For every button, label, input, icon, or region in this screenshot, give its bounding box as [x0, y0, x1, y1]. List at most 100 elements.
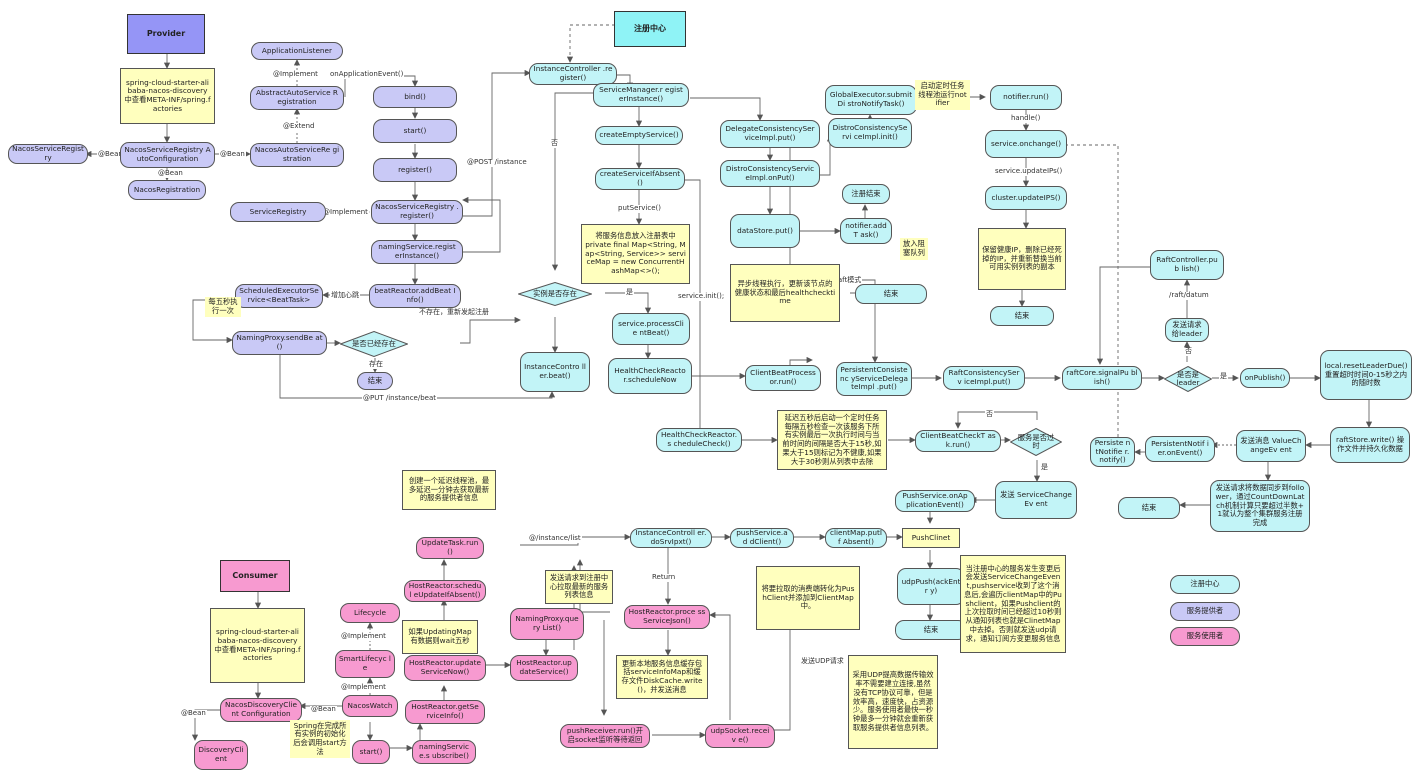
- node-blocking-queue-note: 放入阻塞队列: [900, 238, 928, 260]
- node-global-executor: GlobalExecutor.submitDi stroNotifyTask(): [825, 85, 917, 115]
- node-bind: bind(): [373, 86, 457, 108]
- edge-label-l-on-app-event: onApplicationEvent(): [329, 70, 405, 79]
- edge-label-l-no2: 否: [1184, 347, 1193, 356]
- node-prov-starter: spring-cloud-starter-alibaba-nacos-disco…: [120, 68, 215, 124]
- node-notifier-addtask: notifier.addT ask(): [840, 218, 892, 244]
- edge-label-l-service-init: service.init();: [677, 292, 726, 301]
- edge-label-l-send-udp: 发送UDP请求: [800, 657, 845, 666]
- node-delay5s-note: 延迟五秒后启动一个定时任务每隔五秒检查一次该服务下所有实例最后一次执行时间与当前…: [777, 410, 887, 470]
- edge-label-l-return: Return: [651, 573, 677, 582]
- node-udp-reason-note: 采用UDP提高数据传输效率不需要建立连接,虽然没有TCP协议可靠，但是效率高，速…: [848, 655, 938, 749]
- node-end-raft: 结束: [1118, 497, 1180, 519]
- node-naming-proxy-beat: NamingProxy.sendBe at(): [232, 331, 327, 355]
- node-nacos-discovery-conf: NacosDiscoveryClient Configuration: [220, 698, 302, 722]
- node-service-onchange: service.onchange(): [985, 130, 1067, 158]
- node-keep-healthy-note: 保留健康IP，删除已经死掉的IP，并重新替换当前可用实例列表的副本: [978, 228, 1066, 290]
- node-host-update-service: HostReactor.up dateService(): [510, 655, 578, 681]
- node-instance-ctrl-beat: InstanceContro ller.beat(): [520, 352, 590, 392]
- node-delay-task-note: 创建一个延迟线程池，最多延迟一分钟去获取最新的服务提供者信息: [402, 470, 496, 510]
- edge-label-l-exist: 存在: [368, 360, 384, 369]
- edge-label-l-yes2: 是: [1219, 372, 1228, 381]
- node-add-to-clientmap-note: 将要拉取的消费端转化为PushClient并添加到ClientMap中。: [756, 566, 860, 630]
- node-register: register(): [373, 158, 457, 182]
- node-clientmap-put: clientMap.putIf Absent(): [825, 528, 887, 548]
- node-nacos-auto-reg: NacosAutoServiceRe gistration: [250, 143, 344, 167]
- node-discovery-client: DiscoveryCli ent: [194, 740, 248, 770]
- decision-label: 是否已经存在: [352, 338, 396, 348]
- node-datastore-put: dataStore.put(): [730, 214, 800, 248]
- node-every5s-note: 每五秒执行一次: [205, 297, 241, 317]
- edge-label-l-raft-datum: /raft/datum: [1168, 291, 1210, 300]
- node-host-process-json: HostReactor.proce ssServiceJson(): [624, 605, 710, 629]
- decision-label: 服务是否过时: [1017, 432, 1055, 450]
- node-raft-ctrl-publish: RaftController.pub lish(): [1150, 250, 1224, 280]
- node-on-publish: onPublish(): [1240, 368, 1290, 388]
- node-legend-consumer: 服务使用者: [1170, 627, 1240, 646]
- node-service-registry: ServiceRegistry: [230, 202, 326, 222]
- node-nacos-service-registry: NacosServiceRegistry: [8, 144, 88, 164]
- edge-label-l-handle: handle(): [1010, 114, 1042, 123]
- node-update-local-cache-note: 更新本地服务信息缓存包括serviceInfoMap和缓存文件DiskCache…: [616, 655, 708, 699]
- node-async-note: 异步线程执行，更新该节点的健康状态和最后healthchecktime: [730, 264, 840, 322]
- node-udp-socket-receive: udpSocket.receiv e(): [705, 724, 775, 748]
- edge-label-l-bean3: @Bean: [157, 169, 184, 178]
- node-create-empty: createEmptyService(): [595, 126, 683, 145]
- node-smart-lifecycle: SmartLifecyc le: [335, 650, 395, 678]
- node-raft-signal-publish: raftCore.signalPu blish(): [1062, 366, 1142, 390]
- node-hc-schedule-now: HealthCheckReacto r.scheduleNow: [608, 358, 692, 394]
- node-end-notify: 注册结束: [842, 184, 890, 204]
- node-notifier-run: notifier.run(): [990, 85, 1062, 110]
- node-end-udp: 结束: [895, 620, 967, 640]
- node-cluster-update: cluster.updateIPS(): [985, 186, 1067, 210]
- node-send-leader-note: 发送请求给leader: [1165, 318, 1209, 342]
- node-send-service-change: 发送 ServiceChangeEv ent: [995, 481, 1077, 519]
- node-raftstore-write: raftStore.write() 操作文件并持久化数据: [1330, 427, 1410, 463]
- node-beat-add: beatReactor.addBeat Info(): [369, 284, 461, 308]
- node-end-async: 结束: [855, 284, 927, 304]
- node-abstract-auto-reg: AbstractAutoService Registration: [250, 86, 344, 110]
- node-send-value-change: 发送消息 ValueChangeEv ent: [1236, 430, 1306, 462]
- node-instance-ctrl-dosrvipt: InstanceControll er.doSrvIpxt(): [630, 528, 712, 548]
- node-persistent-notifier-onevent: PersistentNotif ier.onEvent(): [1145, 436, 1215, 462]
- node-end-prov: 结束: [357, 372, 393, 390]
- node-push-on-app-event: PushService.onAp plicationEvent(): [895, 490, 975, 512]
- edge-label-l-implement4: @Implement: [340, 683, 387, 692]
- node-app-listener: ApplicationListener: [251, 42, 343, 60]
- node-push-receiver-run: pushReceiver.run()开启socket监听等待返回: [560, 724, 650, 748]
- edge-label-l-service-update-ips: service.updateIPs(): [994, 167, 1064, 176]
- node-client-beat-run: ClientBeatProcess or.run(): [745, 365, 821, 391]
- node-sync-follower: 发送请求将数据同步到follower，通过CountDownLatch机制计算只…: [1210, 480, 1310, 532]
- edge-label-l-bean1: @Bean: [97, 150, 124, 159]
- edge-label-l-yes3: 是: [1040, 463, 1049, 472]
- edge-label-l-no1: 否: [550, 139, 559, 148]
- node-client-beat-check: ClientBeatCheckT ask.run(): [915, 430, 1001, 452]
- edge-label-l-bean4: @Bean: [310, 705, 337, 714]
- node-delegate-put: DelegateConsistencySer viceImpl.put(): [720, 120, 820, 148]
- node-host-schedule-update: HostReactor.schedul eUpdateIfAbsent(): [404, 580, 486, 602]
- node-raft-put: RaftConsistencyServ iceImpl.put(): [943, 366, 1025, 390]
- node-naming-register: namingService.regist erInstance(): [371, 240, 463, 264]
- edge-label-l-not-exist-reregister: 不存在，重新发起注册: [418, 308, 490, 317]
- node-registry-center: 注册中心: [614, 11, 686, 47]
- edge-label-l-implement3: @Implement: [340, 632, 387, 641]
- node-push-add-client: pushService.ad dClient(): [730, 528, 794, 548]
- node-cons-starter: spring-cloud-starter-alibaba-nacos-disco…: [210, 608, 305, 683]
- node-updating-map-note: 如果UpdatingMap有数据则wait五秒: [402, 620, 478, 654]
- node-provider: Provider: [127, 14, 205, 54]
- node-nacos-reg-register: NacosServiceRegistry .register(): [371, 200, 463, 224]
- edge-label-l-extend: @Extend: [282, 122, 316, 131]
- node-nacos-registration: NacosRegistration: [128, 180, 206, 200]
- node-start: start(): [373, 119, 457, 143]
- node-local-reset-leader: local.resetLeaderDue() 重置超时时间0-15秒之内的随时数: [1320, 350, 1412, 400]
- edge-label-l-instance-list: @/instance/list: [528, 534, 582, 543]
- node-cons-start: start(): [352, 740, 390, 764]
- edge-label-l-yes1: 是: [625, 288, 634, 297]
- edge-label-l-add-heartbeat: 增加心跳: [330, 291, 360, 300]
- node-update-task-run: UpdateTask.run(): [416, 537, 484, 559]
- decision-is-service-expired: 服务是否过时: [1010, 428, 1062, 456]
- node-hc-schedule-check: HealthCheckReactor.s cheduleCheck(): [656, 428, 742, 452]
- edge-label-l-bean2: @Bean: [219, 150, 246, 159]
- node-persistent-put: PersistentConsistenc yServiceDelegateImp…: [836, 362, 912, 396]
- edge-label-l-put-service: putService(): [617, 204, 662, 213]
